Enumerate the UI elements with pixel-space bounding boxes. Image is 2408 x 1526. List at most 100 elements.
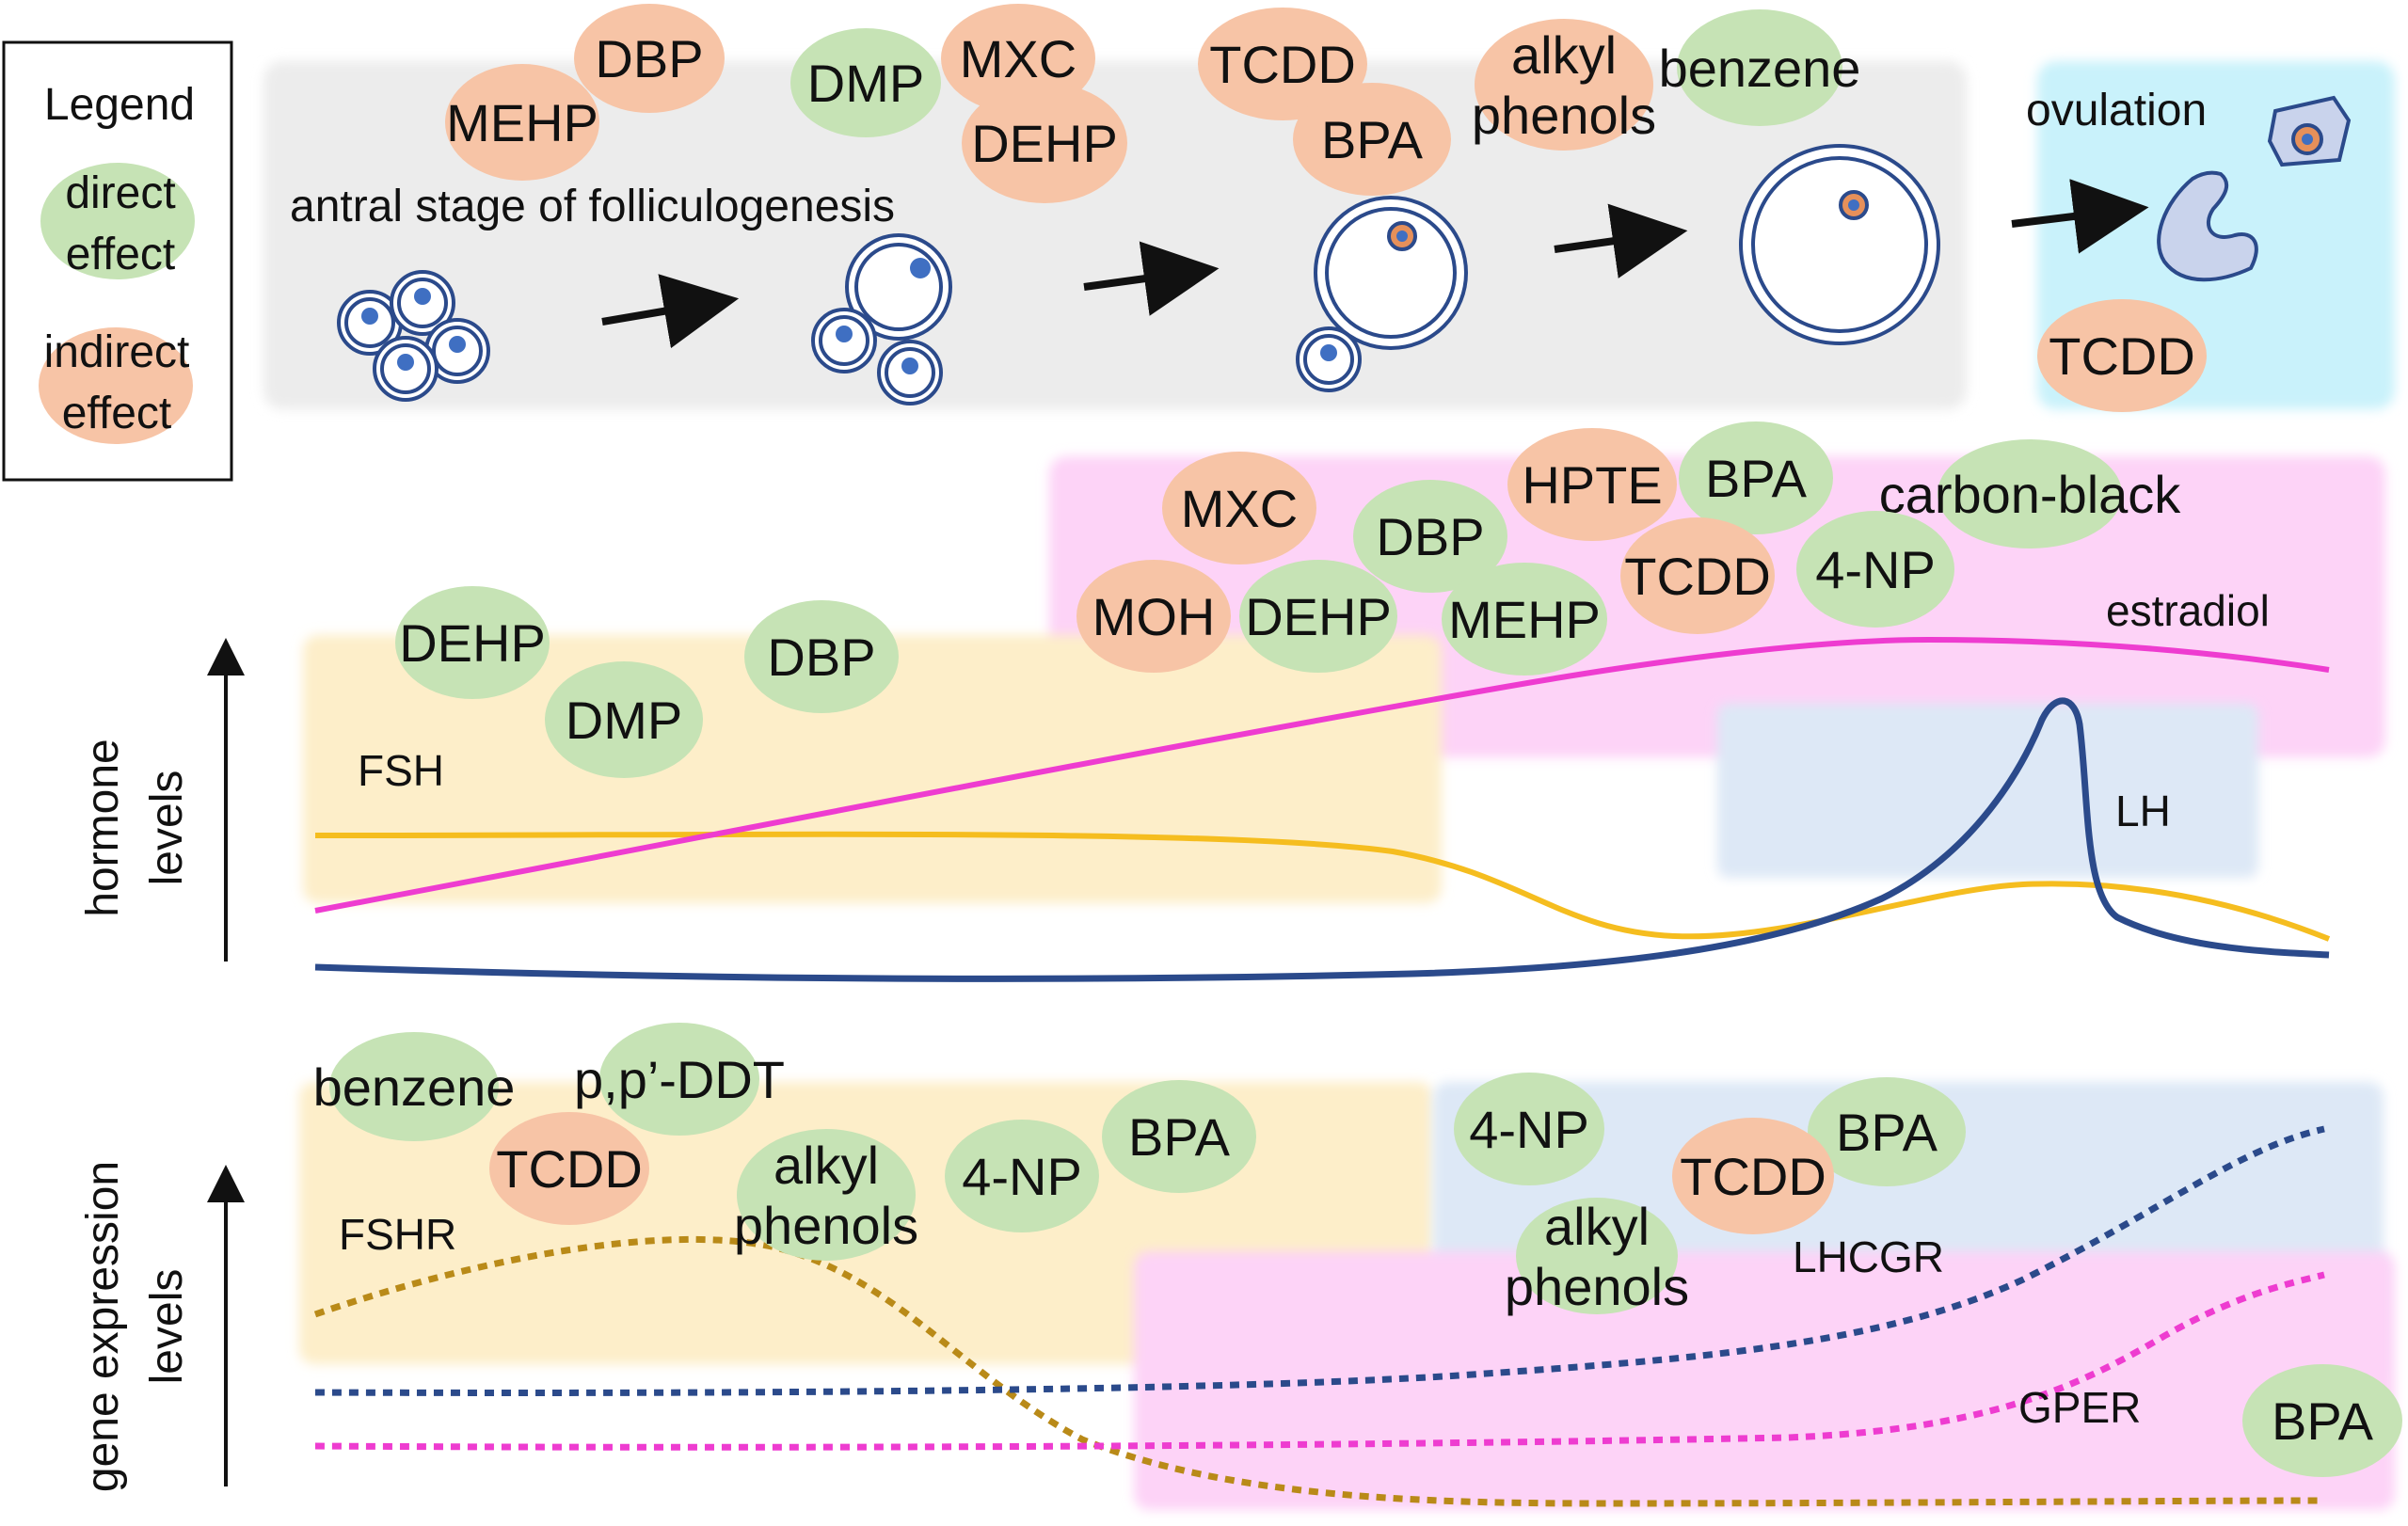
chemical-label: DEHP — [971, 114, 1118, 173]
legend-direct-label-line1: direct — [65, 168, 175, 218]
direct-effect-ellipse — [1442, 563, 1607, 676]
direct-effect-ellipse — [2242, 1364, 2402, 1477]
direct-effect-ellipse — [1353, 480, 1507, 593]
transition-arrow-1 — [601, 274, 740, 349]
chemical-bubble: 4-NP — [945, 1120, 1099, 1232]
chemical-label: DEHP — [1245, 587, 1392, 646]
legend-indirect-label-line1: indirect — [44, 327, 190, 377]
chemical-bubble: carbon-black — [1879, 439, 2181, 548]
chemical-bubble: MEHP — [1442, 563, 1607, 676]
chemical-bubble: BPA — [1679, 421, 1833, 534]
chemical-label: 4-NP — [1815, 540, 1936, 599]
chemical-bubble: MEHP — [445, 64, 599, 181]
direct-effect-ellipse — [599, 1023, 759, 1136]
follicle-cluster-small — [337, 270, 490, 402]
chemical-label: BPA — [2272, 1391, 2374, 1451]
ruptured-follicle-shape — [2157, 170, 2258, 282]
chemical-label: alkyl — [1511, 25, 1617, 85]
direct-effect-ellipse — [395, 586, 550, 699]
legend-direct-label-line2: effect — [66, 230, 176, 279]
indirect-effect-ellipse — [489, 1112, 649, 1225]
stage-label: antral stage of folliculogenesis — [290, 182, 895, 231]
fsh-curve — [314, 831, 2331, 942]
direct-effect-ellipse — [545, 661, 703, 778]
indirect-effect-ellipse — [445, 64, 599, 181]
chemical-label: p,p’-DDT — [574, 1050, 785, 1109]
chemical-label: alkyl — [773, 1136, 879, 1195]
chemical-label: alkyl — [1544, 1197, 1650, 1256]
direct-effect-ellipse — [1677, 9, 1842, 126]
chemical-bubble: BPA — [2242, 1364, 2402, 1477]
chemical-label: MEHP — [446, 93, 598, 152]
fshr-label: FSHR — [339, 1210, 456, 1259]
chemical-label: DBP — [767, 628, 875, 687]
follicle-cluster-early-antral — [811, 233, 952, 405]
indirect-effect-ellipse — [1507, 428, 1677, 541]
direct-effect-ellipse — [945, 1120, 1099, 1232]
chemical-label: MXC — [960, 29, 1076, 88]
legend-indirect-label-line2: effect — [62, 389, 172, 438]
chemical-bubble: TCDD — [489, 1112, 649, 1225]
chemical-bubble: DMP — [790, 28, 941, 137]
direct-effect-ellipse — [1679, 421, 1833, 534]
lhcgr-label: LHCGR — [1793, 1232, 1944, 1281]
chemical-bubble: DEHP — [395, 586, 550, 699]
chemical-label: TCDD — [1680, 1147, 1826, 1206]
ovulation-illustration — [2157, 95, 2352, 282]
lh-zone — [1717, 704, 2258, 878]
indirect-effect-ellipse — [1162, 452, 1316, 564]
chemical-label: TCDD — [1209, 35, 1356, 94]
direct-effect-ellipse — [1102, 1080, 1256, 1193]
direct-effect-ellipse — [737, 1129, 916, 1261]
chemical-bubble: TCDD — [2037, 299, 2207, 412]
chemical-label: MEHP — [1448, 590, 1601, 649]
gper-label: GPER — [2018, 1383, 2141, 1432]
indirect-effect-ellipse — [1198, 8, 1367, 120]
chemical-label: phenols — [734, 1196, 918, 1255]
chemical-bubble: DBP — [1353, 480, 1507, 593]
chemical-label: DMP — [807, 54, 924, 113]
chemical-label: TCDD — [496, 1139, 643, 1199]
chemical-label: BPA — [1705, 449, 1808, 508]
indirect-effect-ellipse — [1076, 560, 1231, 673]
chemical-bubble: TCDD — [1198, 8, 1367, 120]
hormone-axis-label-line1: hormone — [78, 739, 128, 916]
indirect-effect-ellipse — [1475, 19, 1653, 151]
chemical-bubble: benzene — [1659, 9, 1860, 126]
chemical-label: BPA — [1128, 1107, 1231, 1167]
chemical-label: DEHP — [399, 613, 546, 673]
fshr-curve — [313, 1235, 2320, 1507]
chemical-bubble: 4-NP — [1454, 1073, 1604, 1185]
chemical-label: HPTE — [1522, 455, 1662, 515]
chemical-bubble: HPTE — [1507, 428, 1677, 541]
gene-expression-section: gene expression levels FSHR LHCGR GPER b… — [78, 1023, 2402, 1510]
chemical-label: 4-NP — [962, 1147, 1082, 1206]
chemical-bubble: DEHP — [962, 83, 1127, 203]
chemical-bubble: TCDD — [1620, 517, 1775, 634]
chemical-bubble: DEHP — [1239, 560, 1397, 673]
indirect-effect-ellipse — [2037, 299, 2207, 412]
chemical-bubble: DBP — [574, 4, 725, 113]
indirect-effect-ellipse — [1293, 83, 1451, 196]
indirect-effect-ellipse — [574, 4, 725, 113]
direct-effect-ellipse — [1808, 1077, 1966, 1186]
chemical-label: BPA — [1836, 1103, 1938, 1162]
chemical-label: DBP — [1376, 507, 1484, 566]
chemical-bubble: BPA — [1102, 1080, 1256, 1193]
gene-axis-label-line1: gene expression — [78, 1161, 128, 1492]
estradiol-label: estradiol — [2106, 586, 2270, 635]
chemical-label: TCDD — [1624, 547, 1771, 606]
chemical-bubble: benzene — [313, 1032, 515, 1141]
indirect-effect-ellipse — [962, 83, 1127, 203]
direct-effect-ellipse — [744, 600, 899, 713]
chemical-label: phenols — [1505, 1257, 1689, 1316]
folliculogenesis-panel: antral stage of folliculogenesis ovulati… — [263, 4, 2395, 412]
